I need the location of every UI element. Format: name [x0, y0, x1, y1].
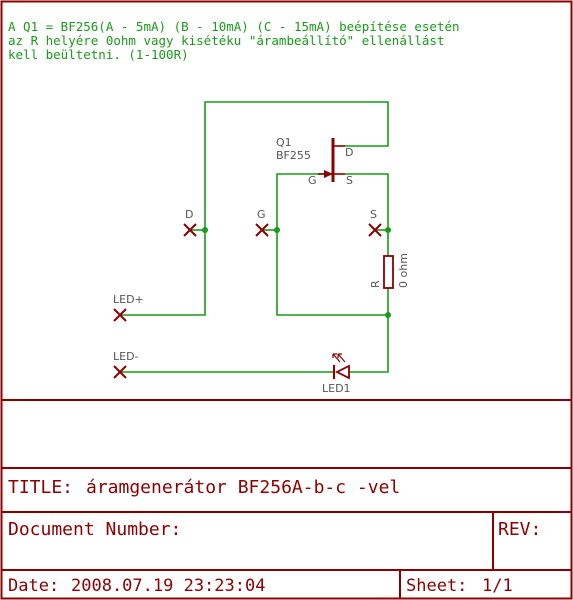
sheet-value: 1/1	[482, 576, 513, 596]
pad-d-label: D	[185, 208, 193, 221]
wire-gate-net	[276, 173, 388, 316]
document-number-label: Document Number:	[8, 519, 181, 540]
pad-d[interactable]: D	[183, 208, 197, 237]
pad-led-minus-label: LED-	[113, 350, 139, 363]
pad-led-plus-label: LED+	[113, 293, 144, 306]
wire-led-anode	[349, 315, 389, 373]
note-line-2: az R helyére 0ohm vagy kisétéku "árambeá…	[8, 33, 445, 48]
resistor-body	[383, 255, 394, 289]
resistor-ref: R	[369, 280, 382, 288]
junctions	[202, 227, 391, 318]
rev-label: REV:	[498, 519, 541, 540]
led-light-arrows-icon	[332, 353, 346, 363]
wire-drain-net	[204, 101, 389, 230]
pad-x-icon	[113, 365, 127, 379]
resistor-r[interactable]: R 0 ohm	[369, 253, 410, 289]
q1-pin-g: G	[308, 174, 317, 187]
title-block	[1, 399, 572, 599]
note-line-1: A Q1 = BF256(A - 5mA) (B - 10mA) (C - 15…	[8, 19, 460, 34]
junction-dot	[385, 227, 391, 233]
pad-x-icon	[255, 223, 269, 237]
pad-x-icon	[113, 308, 127, 322]
title-value: áramgenerátor BF256A-b-c -vel	[86, 477, 400, 498]
date-label: Date:	[8, 576, 59, 596]
pad-x-icon	[183, 223, 197, 237]
q1-pin-s: S	[346, 174, 353, 187]
resistor-value: 0 ohm	[397, 253, 410, 288]
q1-value: BF255	[276, 149, 311, 162]
design-note: A Q1 = BF256(A - 5mA) (B - 10mA) (C - 15…	[8, 19, 460, 62]
jfet-gate-arrow-icon	[324, 170, 333, 178]
q1-ref: Q1	[276, 136, 292, 149]
junction-dot	[274, 227, 280, 233]
pad-s[interactable]: S	[368, 208, 382, 237]
led-ref: LED1	[322, 382, 351, 395]
transistor-q1[interactable]: Q1 BF255 D G S	[276, 136, 353, 187]
pad-led-minus[interactable]: LED-	[113, 350, 139, 379]
wires	[120, 101, 389, 373]
junction-dot	[202, 227, 208, 233]
date-value: 2008.07.19 23:23:04	[71, 576, 265, 596]
pad-g[interactable]: G	[255, 208, 269, 237]
pad-led-plus[interactable]: LED+	[113, 293, 144, 322]
sheet-label: Sheet:	[406, 576, 467, 596]
led-diode-icon	[334, 364, 350, 380]
junction-dot	[385, 312, 391, 318]
led1[interactable]: LED1	[322, 353, 351, 395]
title-label: TITLE:	[8, 477, 73, 498]
pad-g-label: G	[257, 208, 266, 221]
led-arrowheads-icon	[332, 353, 342, 358]
pad-s-label: S	[370, 208, 377, 221]
note-line-3: kell beültetni. (1-100R)	[8, 47, 189, 62]
wire-led-plus	[120, 230, 206, 316]
q1-pin-d: D	[345, 146, 353, 159]
pad-x-icon	[368, 223, 382, 237]
